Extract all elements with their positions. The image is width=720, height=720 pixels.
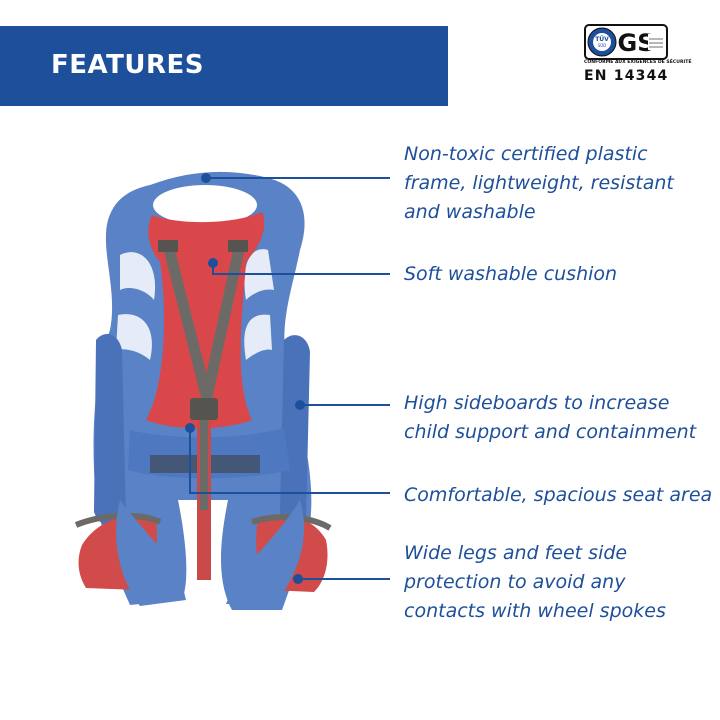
harness-strap-left: [162, 243, 216, 412]
header-banner: FEATURES: [0, 26, 448, 106]
leg-protection-left: [116, 500, 186, 606]
harness-strap-right: [198, 243, 246, 412]
tuv-gs-logo-icon: TÜV SÜD GS: [584, 24, 668, 60]
certification-badge: TÜV SÜD GS CONFORME AUX EXIGENCES DE SÉC…: [584, 24, 692, 88]
head-opening: [153, 185, 257, 225]
page-title: FEATURES: [51, 50, 204, 80]
feature-sideboards: High sideboards to increase child suppor…: [404, 392, 697, 443]
buckle: [190, 398, 218, 420]
svg-text:TÜV: TÜV: [595, 36, 609, 43]
right-sideboard: [280, 335, 310, 527]
left-sideboard: [94, 334, 126, 527]
feature-leg-protection: Wide legs and feet side protection to av…: [404, 542, 666, 622]
callout-lines: [185, 173, 390, 584]
compliance-text: CONFORME AUX EXIGENCES DE SÉCURITÉ: [584, 60, 692, 65]
leg-protection-right: [226, 500, 305, 606]
feature-cushion: Soft washable cushion: [404, 263, 618, 285]
feature-seat-area: Comfortable, spacious seat area: [404, 484, 713, 506]
svg-text:SÜD: SÜD: [598, 43, 607, 48]
feature-frame: Non-toxic certified plastic frame, light…: [404, 143, 674, 223]
standard-label: EN 14344: [584, 68, 669, 84]
